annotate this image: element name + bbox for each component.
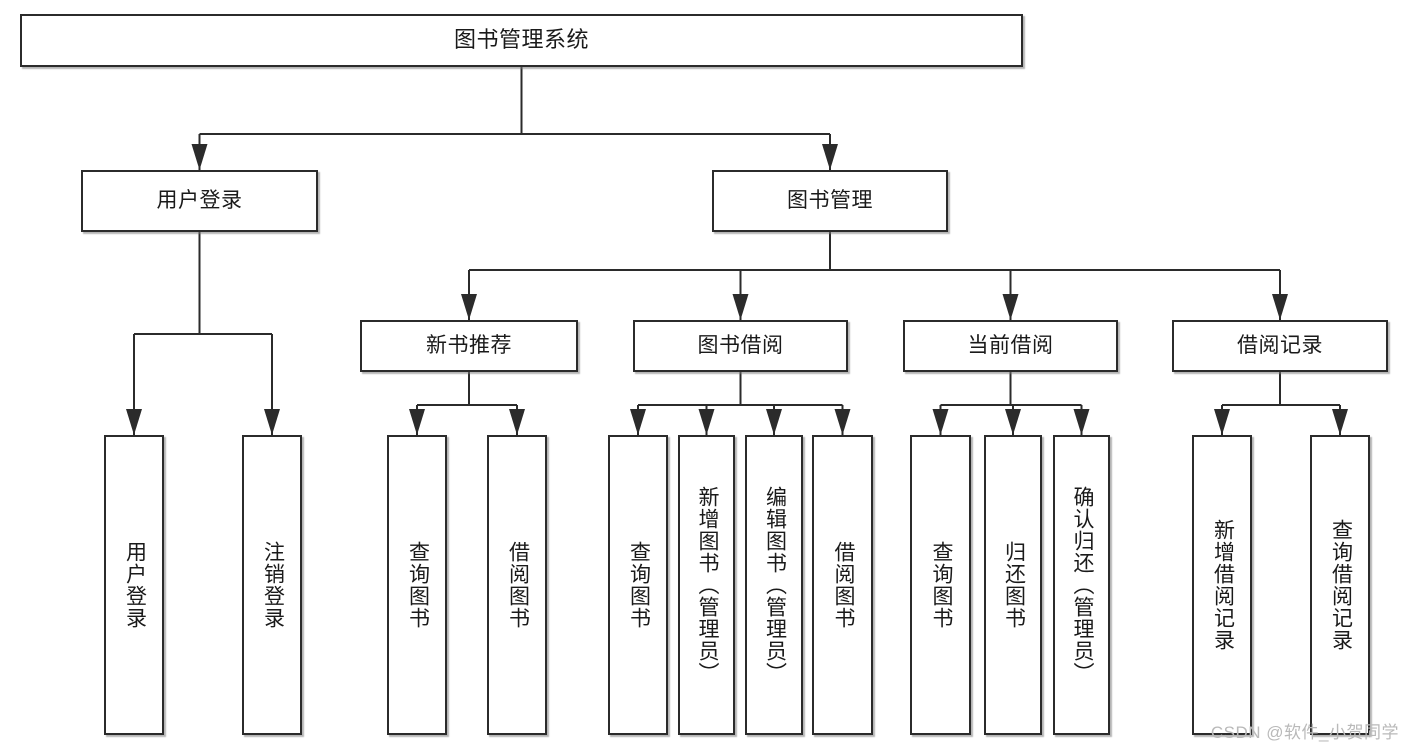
node-leaf-borrow-1[interactable]: 借阅图书 [487,435,547,735]
edge-arrowhead [822,144,838,170]
node-label: 编辑图书（管理员） [763,486,787,684]
node-label: 查询借阅记录 [1329,519,1353,651]
edge-arrowhead [1073,409,1090,435]
node-label: 新增图书（管理员） [695,486,719,684]
node-label: 注销登录 [261,541,285,629]
node-label: 归还图书 [1002,541,1026,629]
node-user-login[interactable]: 用户登录 [81,170,318,232]
node-label: 图书借阅 [697,334,784,358]
node-leaf-add-book[interactable]: 新增图书（管理员） [678,435,735,735]
node-label: 借阅图书 [831,541,855,629]
edge-arrowhead [126,409,142,435]
node-leaf-user-login[interactable]: 用户登录 [104,435,164,735]
edge-arrowhead [1005,409,1021,435]
node-book-manage[interactable]: 图书管理 [712,170,948,232]
edge-arrowhead [191,144,208,170]
edge-arrowhead [1332,409,1348,435]
node-label: 图书管理系统 [453,27,589,53]
node-leaf-edit-book[interactable]: 编辑图书（管理员） [745,435,803,735]
node-label: 用户登录 [156,189,243,213]
node-root[interactable]: 图书管理系统 [20,14,1023,67]
edge-arrowhead [766,409,782,435]
watermark: CSDN @软件_小贺同学 [1210,723,1399,742]
edge-arrowhead [1214,409,1230,435]
node-leaf-query-3[interactable]: 查询图书 [910,435,971,735]
node-new-book-rec[interactable]: 新书推荐 [360,320,578,372]
node-borrow-record[interactable]: 借阅记录 [1172,320,1388,372]
node-label: 当前借阅 [967,334,1054,358]
node-leaf-logout[interactable]: 注销登录 [242,435,302,735]
edge-arrowhead [509,409,525,435]
node-leaf-query-1[interactable]: 查询图书 [387,435,447,735]
edge-arrowhead [1002,294,1019,320]
edge-arrowhead [834,409,851,435]
edge-arrowhead [932,409,949,435]
node-label: 图书管理 [787,189,873,213]
node-label: 查询图书 [627,541,651,629]
node-current-borrow[interactable]: 当前借阅 [903,320,1118,372]
node-book-borrow[interactable]: 图书借阅 [633,320,848,372]
node-label: 借阅记录 [1237,334,1323,358]
node-leaf-query-rec[interactable]: 查询借阅记录 [1310,435,1370,735]
edge-arrowhead [409,409,425,435]
edge-arrowhead [698,409,715,435]
edge-arrowhead [264,409,280,435]
edge-arrowhead [461,294,477,320]
node-leaf-confirm[interactable]: 确认归还（管理员） [1053,435,1110,735]
node-label: 新书推荐 [426,334,512,358]
node-leaf-query-2[interactable]: 查询图书 [608,435,668,735]
edge-arrowhead [1272,294,1288,320]
node-label: 用户登录 [123,541,147,629]
node-label: 新增借阅记录 [1211,519,1235,651]
node-leaf-borrow-2[interactable]: 借阅图书 [812,435,873,735]
node-label: 确认归还（管理员） [1070,486,1094,684]
node-leaf-return[interactable]: 归还图书 [984,435,1042,735]
edge-arrowhead [732,294,749,320]
node-label: 查询图书 [929,541,953,629]
edge-arrowhead [630,409,646,435]
node-leaf-add-rec[interactable]: 新增借阅记录 [1192,435,1252,735]
node-label: 查询图书 [406,541,430,629]
node-label: 借阅图书 [506,541,530,629]
